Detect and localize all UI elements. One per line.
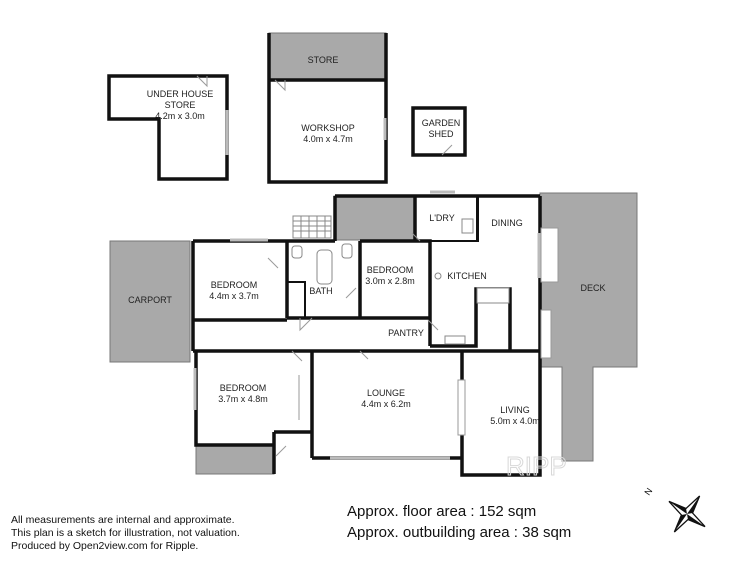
room-store: STORE [308,55,339,66]
room-dimensions: 4.2m x 3.0m [155,111,205,121]
disclaimer-line: This plan is a sketch for illustration, … [11,527,240,539]
watermark: RIPP [506,451,567,481]
room-bedroom-3: BEDROOM 3.7m x 4.8m [218,383,268,405]
outdoor-areas [109,32,638,475]
room-name: PANTRY [388,328,424,338]
room-name: STORE [307,55,339,65]
room-living: LIVING 5.0m x 4.0m [490,405,540,427]
room-name: BEDROOM [219,383,267,393]
basin [341,243,353,259]
room-name: UNDER HOUSE STORE [146,89,214,110]
workshop-walls [267,33,388,184]
room-dimensions: 5.0m x 4.0m [490,416,540,426]
disclaimer: All measurements are internal and approx… [11,514,240,553]
under-house-store-walls [107,74,229,181]
room-name: CARPORT [128,295,172,305]
room-carport: CARPORT [128,295,172,306]
stove [434,272,442,280]
entry-deck-area [333,195,416,241]
room-bath: BATH [309,286,332,297]
floor-area-text: Approx. floor area : 152 sqm [347,503,537,520]
glass-doors [457,227,559,436]
disclaimer-line: All measurements are internal and approx… [11,514,235,526]
internal-partitions [287,196,479,318]
store-area [268,32,387,81]
room-workshop: WORKSHOP 4.0m x 4.7m [301,123,355,145]
room-name: WORKSHOP [301,123,355,133]
room-dimensions: 4.0m x 4.7m [303,134,353,144]
room-lounge: LOUNGE 4.4m x 6.2m [361,388,411,410]
carport-area [109,240,191,363]
deck-area [539,192,638,462]
room-dining: DINING [491,218,523,229]
room-name: BEDROOM [210,280,258,290]
bath-tub [316,249,333,285]
room-name: BATH [309,286,333,296]
room-dimensions: 3.0m x 2.8m [365,276,415,286]
pantry-shelf [444,335,466,345]
room-dimensions: 3.7m x 4.8m [218,394,268,404]
entry-stairs [292,215,332,239]
fixtures [291,218,510,345]
outbuilding-area-text: Approx. outbuilding area : 38 sqm [347,524,572,541]
room-laundry: L'DRY [429,213,455,224]
kitchen-bench [476,287,510,304]
room-name: LIVING [500,405,530,415]
room-pantry: PANTRY [388,328,424,339]
room-kitchen: KITCHEN [447,271,487,282]
room-name: DECK [580,283,606,293]
room-garden-shed: GARDEN SHED [422,118,461,140]
windows [193,110,541,460]
toilet [291,245,303,259]
room-bedroom-1: BEDROOM 4.4m x 3.7m [209,280,259,302]
disclaimer-line: Produced by Open2view.com for Ripple. [11,540,199,552]
room-under-house-store: UNDER HOUSE STORE 4.2m x 3.0m [147,89,214,122]
garden-shed-walls [411,106,467,157]
compass: N [642,486,706,533]
room-name: BEDROOM [366,265,414,275]
room-dimensions: 4.4m x 3.7m [209,291,259,301]
laundry-tub [461,218,474,234]
room-dimensions: 4.4m x 6.2m [361,399,411,409]
room-name: LOUNGE [366,388,405,398]
room-name: DINING [491,218,523,228]
door-swings [196,75,453,457]
porch-area [195,444,275,475]
compass-north-label: N [642,486,654,497]
room-name: GARDEN SHED [421,118,461,139]
room-name: L'DRY [429,213,455,223]
room-deck: DECK [580,283,605,294]
room-bedroom-2: BEDROOM 3.0m x 2.8m [365,265,415,287]
room-name: KITCHEN [447,271,487,281]
